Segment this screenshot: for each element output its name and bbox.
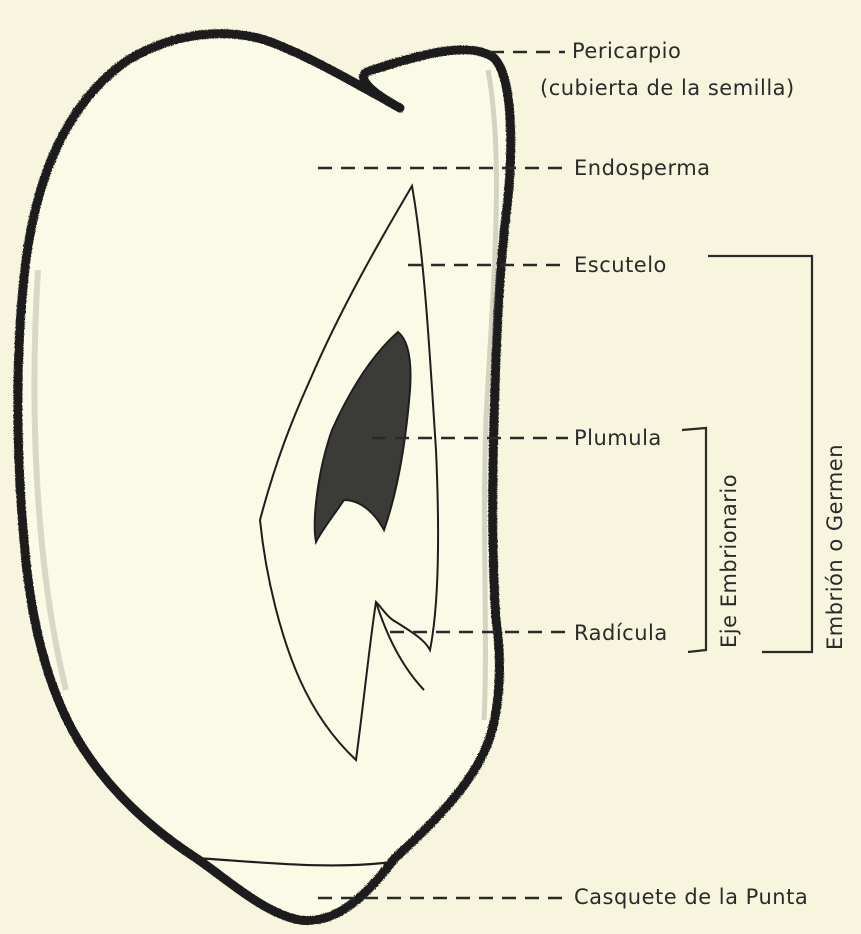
label-escutelo: Escutelo — [574, 253, 667, 277]
label-casquete: Casquete de la Punta — [574, 885, 808, 909]
label-pericarpio-sub: (cubierta de la semilla) — [540, 76, 795, 100]
bracket-eje-embrionario — [682, 428, 706, 652]
label-pericarpio: Pericarpio — [572, 39, 681, 63]
label-embrion-germen: Embrión o Germen — [823, 444, 847, 650]
label-eje-embrionario: Eje Embrionario — [717, 474, 741, 648]
label-radicula: Radícula — [574, 621, 668, 645]
label-endosperma: Endosperma — [574, 156, 711, 180]
label-plumula: Plumula — [574, 426, 662, 450]
